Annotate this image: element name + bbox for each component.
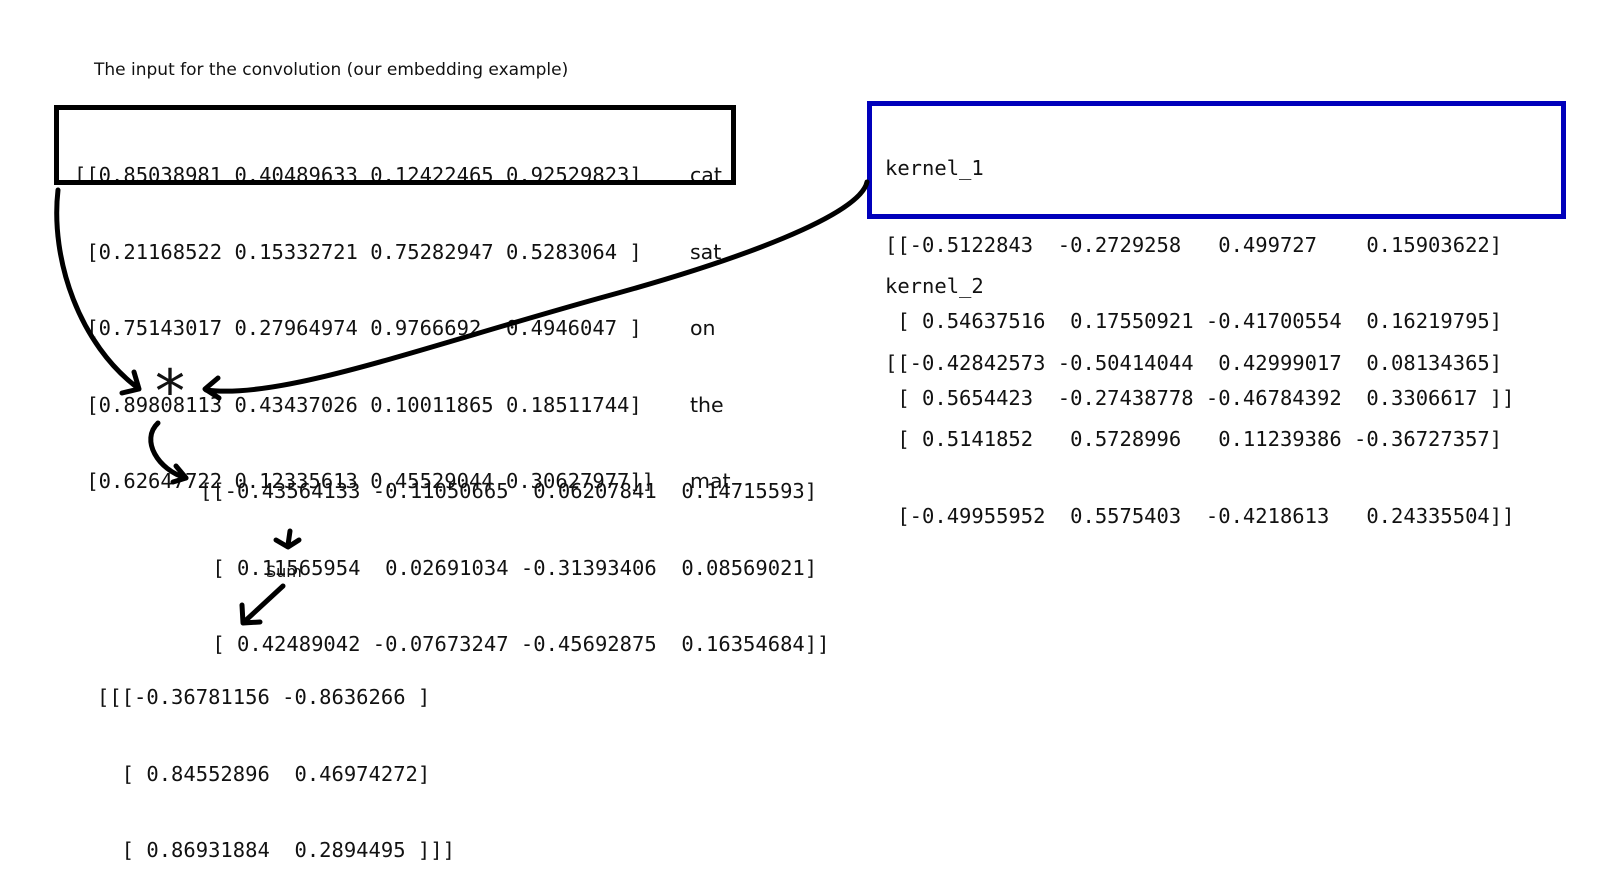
word-label: sat xyxy=(690,239,722,264)
arrow-result-head xyxy=(239,602,263,626)
product-row: [ 0.42489042 -0.07673247 -0.45692875 0.1… xyxy=(200,632,830,656)
input-matrix: [[0.85038981 0.40489633 0.12422465 0.925… xyxy=(74,112,654,520)
convolution-operator: * xyxy=(155,357,185,427)
kernel-1-row: [[-0.5122843 -0.2729258 0.499727 0.15903… xyxy=(885,232,1503,257)
result-row: [[[-0.36781156 -0.8636266 ] xyxy=(97,685,431,709)
word-labels: cat sat on the mat xyxy=(690,112,731,520)
arrows-layer xyxy=(54,179,870,626)
arrow-input-to-operator xyxy=(54,187,141,391)
arrow-product-head xyxy=(170,463,189,485)
kernel-1-highlight xyxy=(867,101,1566,219)
kernel-2-row: [-0.49955952 0.5575403 -0.4218613 0.2433… xyxy=(885,503,1515,528)
arrow-kernel-head xyxy=(202,375,222,401)
input-row: [0.89808113 0.43437026 0.10011865 0.1851… xyxy=(74,392,642,417)
kernel-1-row: [ 0.5654423 -0.27438778 -0.46784392 0.33… xyxy=(885,385,1515,410)
kernel-2-row: [ 0.5141852 0.5728996 0.11239386 -0.3672… xyxy=(885,427,1503,451)
result-row: [ 0.84552896 0.46974272] xyxy=(97,761,431,786)
word-label: the xyxy=(690,392,724,417)
product-row: [ 0.11565954 0.02691034 -0.31393406 0.08… xyxy=(200,555,818,580)
word-label: mat xyxy=(690,469,731,493)
arrow-product-to-sum xyxy=(285,528,293,548)
input-row: [0.62647722 0.12335613 0.45529044 0.3062… xyxy=(74,469,655,493)
kernel-2-row: [[-0.42842573 -0.50414044 0.42999017 0.0… xyxy=(885,350,1503,375)
arrow-sum-head xyxy=(273,537,302,550)
kernel-1-block: kernel_1 [[-0.5122843 -0.2729258 0.49972… xyxy=(885,105,1514,437)
arrow-operator-to-product xyxy=(148,420,189,481)
kernel-2-label: kernel_2 xyxy=(885,274,984,298)
arrow-input-head xyxy=(119,369,142,396)
sum-label: Sum xyxy=(266,562,302,581)
diagram-title: The input for the convolution (our embed… xyxy=(94,60,569,80)
input-row: [0.21168522 0.15332721 0.75282947 0.5283… xyxy=(74,239,642,264)
product-row: [[-0.43564133 -0.11050665 0.06207841 0.1… xyxy=(200,479,818,503)
kernel-1-row: [ 0.54637516 0.17550921 -0.41700554 0.16… xyxy=(885,309,1503,333)
result-row: [ 0.86931884 0.2894495 ]]] xyxy=(97,838,455,862)
arrow-kernel-to-operator xyxy=(203,179,870,394)
input-window-highlight xyxy=(54,105,736,185)
kernel-2-block: kernel_2 [[-0.42842573 -0.50414044 0.429… xyxy=(885,223,1514,555)
word-label: on xyxy=(690,316,716,340)
arrow-sum-to-result xyxy=(241,583,286,625)
input-row: [0.75143017 0.27964974 0.9766692 0.49460… xyxy=(74,316,642,340)
product-matrix: [[-0.43564133 -0.11050665 0.06207841 0.1… xyxy=(200,428,829,683)
kernel-1-label: kernel_1 xyxy=(885,156,984,180)
